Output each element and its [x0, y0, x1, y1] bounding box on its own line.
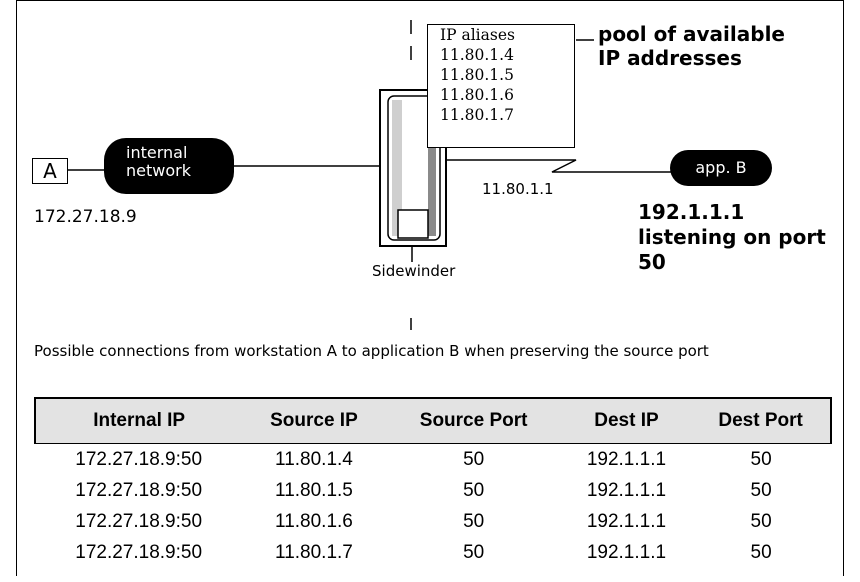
alias-title: IP aliases — [440, 26, 515, 44]
internal-network-node: internal network — [104, 138, 234, 194]
description-text: Possible connections from workstation A … — [34, 342, 709, 360]
alias-item: 11.80.1.6 — [440, 86, 514, 104]
cell: 192.1.1.1 — [586, 479, 667, 501]
cell: 172.27.18.9:50 — [75, 541, 203, 563]
cell: 11.80.1.5 — [275, 479, 353, 501]
cell: 192.1.1.1 — [586, 510, 667, 532]
cell: 50 — [463, 448, 485, 470]
table-row: 172.27.18.9:50 11.80.1.7 50 192.1.1.1 50 — [35, 537, 831, 568]
header-source-ip: Source IP — [242, 397, 386, 444]
firewall-label: Sidewinder — [372, 262, 456, 280]
app-b-node: app. B — [670, 150, 772, 186]
figure-frame — [16, 0, 844, 576]
header-dest-port: Dest Port — [691, 397, 832, 444]
workstation-ip-label: 172.27.18.9 — [34, 207, 137, 227]
alias-item: 11.80.1.7 — [440, 106, 514, 124]
cell: 11.80.1.6 — [275, 510, 353, 532]
link-firewall-app — [445, 159, 678, 173]
app-caption: 192.1.1.1 listening on port 50 — [638, 200, 826, 274]
table-row: 172.27.18.9:50 11.80.1.5 50 192.1.1.1 50 — [35, 475, 831, 506]
cell: 11.80.1.4 — [275, 448, 353, 470]
cell: 172.27.18.9:50 — [75, 479, 203, 501]
alias-item: 11.80.1.4 — [440, 46, 514, 64]
firewall-ip-label: 11.80.1.1 — [482, 180, 554, 198]
cell: 192.1.1.1 — [586, 541, 667, 563]
cell: 50 — [750, 541, 772, 563]
cell: 50 — [463, 541, 485, 563]
ip-aliases-box: IP aliases 11.80.1.4 11.80.1.5 11.80.1.6… — [427, 24, 575, 148]
table-row: 172.27.18.9:50 11.80.1.4 50 192.1.1.1 50 — [35, 444, 831, 476]
header-internal-ip: Internal IP — [33, 397, 243, 444]
cell: 50 — [463, 510, 485, 532]
header-dest-ip: Dest IP — [561, 397, 692, 444]
cell: 50 — [750, 479, 772, 501]
cell: 192.1.1.1 — [586, 448, 667, 470]
cell: 11.80.1.7 — [275, 541, 353, 563]
table-header-row: Internal IP Source IP Source Port Dest I… — [33, 397, 832, 444]
cell: 50 — [750, 448, 772, 470]
alias-item: 11.80.1.5 — [440, 66, 514, 84]
connections-table: Internal IP Source IP Source Port Dest I… — [33, 397, 832, 568]
cell: 172.27.18.9:50 — [75, 510, 203, 532]
cell: 50 — [463, 479, 485, 501]
cell: 172.27.18.9:50 — [75, 448, 203, 470]
workstation-a-node: A — [32, 158, 68, 184]
pool-caption: pool of available IP addresses — [598, 22, 785, 70]
table-row: 172.27.18.9:50 11.80.1.6 50 192.1.1.1 50 — [35, 506, 831, 537]
header-source-port: Source Port — [385, 397, 562, 444]
cell: 50 — [750, 510, 772, 532]
